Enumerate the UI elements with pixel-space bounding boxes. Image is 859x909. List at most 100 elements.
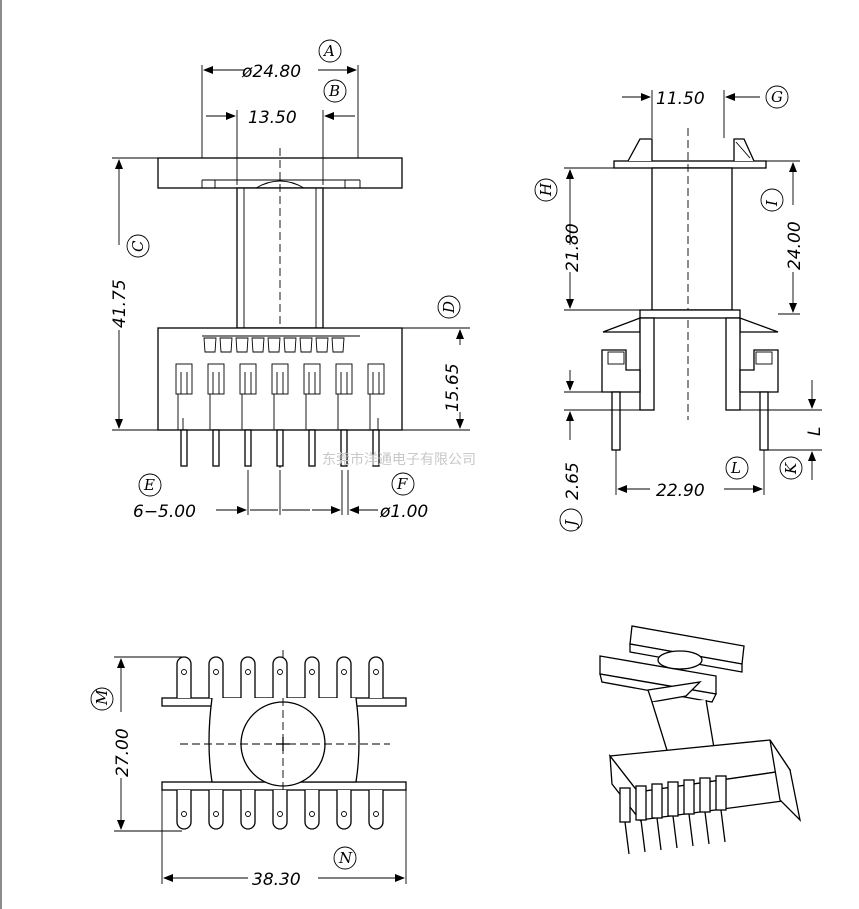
side-dimensions: 11.50 G 21.80 H 24.00 I 2.65 J L K — [534, 85, 825, 532]
front-pin-lead — [276, 429, 284, 467]
bottom-pin-hole — [245, 669, 251, 675]
label-g: G — [771, 88, 783, 106]
side-view — [601, 128, 779, 451]
label-a: A — [322, 42, 335, 60]
front-pin-socket — [303, 363, 321, 395]
front-window — [331, 337, 345, 353]
bottom-pin-hole — [341, 669, 347, 675]
iso-pin-block — [715, 775, 727, 811]
iso-pins — [619, 775, 727, 855]
iso-pin-block — [667, 781, 679, 817]
iso-pin-block — [619, 787, 631, 823]
bottom-pin-tab-lower — [368, 790, 384, 830]
front-window — [251, 337, 265, 353]
front-pin-socket — [207, 363, 225, 395]
side-right-pin — [759, 391, 769, 451]
side-label-l: L — [805, 427, 825, 436]
front-window — [235, 337, 249, 353]
front-window — [219, 337, 233, 353]
label-d: D — [440, 301, 458, 314]
front-pins — [175, 363, 385, 467]
dim-g-value: 11.50 — [656, 89, 705, 109]
bottom-pin-hole — [277, 669, 283, 675]
bottom-pins — [176, 656, 384, 830]
dim-b-value: 13.50 — [248, 108, 297, 128]
label-h-circle — [534, 178, 558, 202]
bottom-pin-hole — [309, 811, 315, 817]
dim-a-value: ø24.80 — [241, 62, 301, 82]
label-i: I — [763, 199, 781, 207]
front-window — [267, 337, 281, 353]
bottom-pin-tab-lower — [336, 790, 352, 830]
dim-h-value: 21.80 — [563, 223, 583, 272]
company-watermark: 东莞市洋通电子有限公司 — [322, 451, 476, 468]
bottom-pin-hole — [245, 811, 251, 817]
iso-pin-block — [699, 777, 711, 813]
front-pin-socket — [367, 363, 385, 395]
iso-pin-block — [651, 783, 663, 819]
iso-pin-lead — [704, 811, 710, 845]
label-a-circle — [318, 39, 342, 63]
bottom-pin-hole — [181, 669, 187, 675]
front-pin-lead — [308, 429, 316, 467]
bottom-pin-tab-lower — [240, 790, 256, 830]
bottom-pin-tab-upper — [176, 656, 192, 698]
iso-pin-lead — [688, 813, 694, 847]
bottom-pin-tab-lower — [176, 790, 192, 830]
iso-pin-block — [635, 785, 647, 821]
dim-l-value: 22.90 — [656, 481, 705, 501]
bottom-pin-tab-lower — [208, 790, 224, 830]
bottom-pin-hole — [181, 811, 187, 817]
label-e: E — [143, 476, 155, 494]
front-pin-lead — [372, 429, 380, 467]
label-l-circle — [725, 456, 749, 480]
label-n: N — [338, 849, 353, 867]
label-j-circle — [559, 508, 583, 532]
label-d-circle — [437, 295, 461, 319]
label-j: J — [562, 519, 580, 529]
label-f: F — [396, 475, 408, 493]
bottom-pin-hole — [341, 811, 347, 817]
label-i-circle — [760, 188, 784, 212]
label-l: L — [730, 459, 741, 477]
bottom-pin-hole — [277, 811, 283, 817]
bottom-pin-hole — [213, 669, 219, 675]
front-pin-lead — [212, 429, 220, 467]
front-view — [157, 148, 403, 470]
bottom-view — [161, 650, 407, 830]
bottom-pin-tab-lower — [304, 790, 320, 830]
label-g-circle — [765, 85, 789, 109]
dim-d-value: 15.65 — [443, 363, 463, 412]
iso-pin-lead — [720, 809, 726, 843]
label-e-circle — [138, 473, 162, 497]
side-top-flange — [613, 160, 767, 169]
iso-pin-lead — [624, 821, 630, 855]
bottom-pin-hole — [373, 811, 379, 817]
side-base-flange — [639, 309, 741, 319]
iso-pin-block — [683, 779, 695, 815]
front-pin-lead — [340, 429, 348, 467]
label-k-circle — [779, 456, 803, 480]
bottom-pin-tab-upper — [240, 656, 256, 698]
front-pin-socket — [335, 363, 353, 395]
label-n-circle — [333, 846, 357, 870]
dim-e-value: 6−5.00 — [133, 502, 196, 522]
bottom-pin-tab-lower — [272, 790, 288, 830]
front-dimensions: ø24.80 A 13.50 B 41.75 C 15.65 D 6−5.00 — [110, 39, 470, 522]
front-pin-socket — [239, 363, 257, 395]
dim-i-value: 24.00 — [785, 221, 805, 270]
front-pin-lead — [180, 429, 188, 467]
iso-pin-lead — [640, 819, 646, 853]
side-left-pin — [611, 391, 621, 451]
dim-j-value: 2.65 — [563, 462, 583, 500]
front-pin-windows — [203, 337, 345, 353]
front-window — [315, 337, 329, 353]
label-b-circle — [323, 79, 347, 103]
bottom-pin-hole — [373, 669, 379, 675]
bottom-pin-hole — [213, 811, 219, 817]
bottom-pin-tab-upper — [272, 656, 288, 698]
dim-c-value: 41.75 — [110, 279, 130, 328]
iso-pin-lead — [672, 815, 678, 849]
front-window — [299, 337, 313, 353]
